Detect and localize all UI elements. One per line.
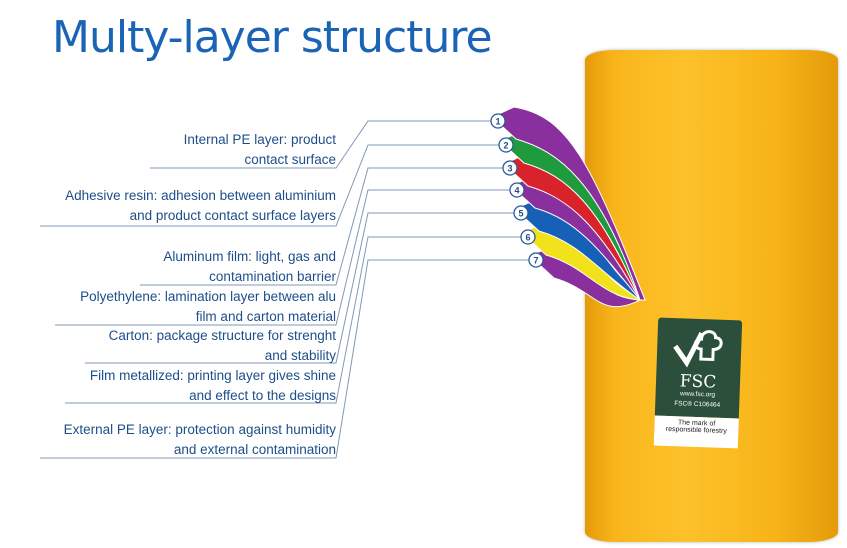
layer-label-line: Polyethylene: lamination layer between a…	[80, 289, 336, 304]
leader-line-3	[140, 167, 503, 286]
layer-label-3: Aluminum film: light, gas and contaminati…	[163, 247, 336, 287]
layer-label-1: Internal PE layer: product contact surfac…	[184, 130, 336, 170]
layer-number-badge	[498, 137, 514, 153]
layer-number-badge	[509, 182, 525, 198]
layer-label-line: Aluminum film: light, gas and	[163, 249, 336, 264]
leader-line-7	[40, 259, 529, 459]
layer-label-line: Internal PE layer: product	[183, 132, 336, 147]
fsc-label: FSC www.fsc.org FSC® C106464 The mark of…	[653, 317, 743, 449]
layer-number: 3	[507, 164, 512, 174]
layer-label-line: contact surface	[244, 152, 336, 167]
layer-number: 1	[495, 117, 500, 127]
layer-number-badge	[528, 252, 544, 268]
page-title: Multy-layer structure	[52, 12, 493, 63]
layer-number-badge	[513, 205, 529, 221]
layer-number: 6	[525, 233, 530, 243]
layer-number-badge	[520, 229, 536, 245]
layer-label-line: and external contamination	[173, 442, 336, 457]
layer-number: 5	[518, 209, 523, 219]
layer-label-7: External PE layer: protection against hu…	[64, 420, 336, 460]
layer-label-line: and stability	[264, 348, 336, 363]
leader-line-5	[85, 212, 514, 364]
tree-check-icon	[673, 330, 723, 368]
layer-number-badge	[490, 113, 506, 129]
layer-number: 7	[533, 256, 538, 266]
layer-number: 4	[514, 186, 519, 196]
layer-label-6: Film metallized: printing layer gives sh…	[90, 366, 336, 406]
leader-line-2	[40, 144, 499, 227]
layer-label-line: Carton: package structure for strenght	[108, 328, 336, 343]
leader-line-4	[55, 189, 510, 326]
layer-number: 2	[503, 141, 508, 151]
layer-label-line: Film metallized: printing layer gives sh…	[89, 368, 336, 383]
layer-label-line: Adhesive resin: adhesion between alumini…	[65, 188, 336, 203]
layer-label-4: Polyethylene: lamination layer between a…	[80, 287, 336, 327]
layer-label-line: and effect to the designs	[189, 388, 336, 403]
layer-label-line: film and carton material	[195, 309, 336, 324]
leader-line-1	[150, 120, 491, 169]
layer-sheet-1	[491, 106, 646, 301]
layer-label-5: Carton: package structure for strenght an…	[109, 326, 336, 366]
layer-label-line: External PE layer: protection against hu…	[63, 422, 336, 437]
layer-number-badge	[502, 160, 518, 176]
leader-line-6	[65, 236, 521, 404]
layer-label-2: Adhesive resin: adhesion between alumini…	[65, 186, 336, 226]
layer-label-line: contamination barrier	[209, 269, 336, 284]
layer-label-line: and product contact surface layers	[129, 208, 336, 223]
